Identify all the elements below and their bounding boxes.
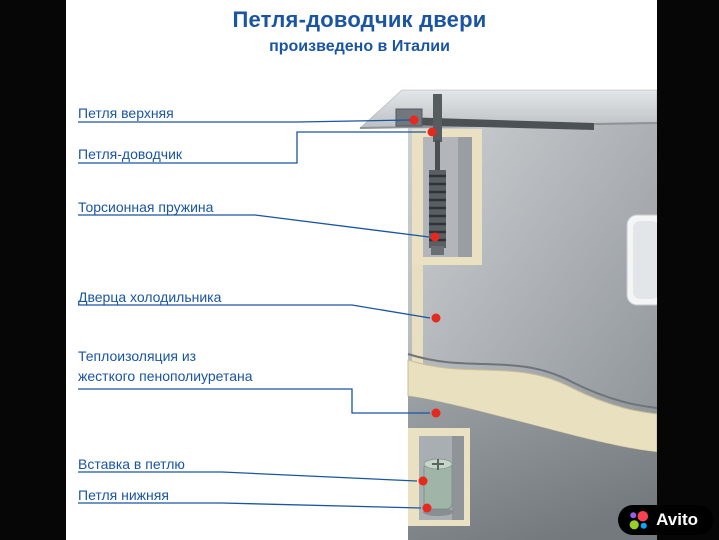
marker-closer-hinge bbox=[427, 127, 437, 137]
label-insulation-line1: Теплоизоляция из bbox=[78, 348, 197, 364]
label-insulation: Теплоизоляция из жесткого пенополиуретан… bbox=[78, 346, 253, 386]
marker-upper-hinge bbox=[409, 115, 419, 125]
cut-line bbox=[407, 353, 658, 409]
watermark-text: Avito bbox=[656, 510, 698, 529]
left-cut-insulation-strip bbox=[412, 265, 423, 373]
label-hinge-insert: Вставка в петлю bbox=[78, 456, 185, 472]
door-lower-face bbox=[408, 396, 657, 540]
avito-watermark: Avito bbox=[618, 505, 713, 535]
page-title: Петля-доводчик двери bbox=[232, 7, 487, 32]
page-subtitle: произведено в Италии bbox=[269, 38, 450, 55]
upper-hinge-arm bbox=[402, 117, 594, 130]
avito-logo-icon bbox=[629, 510, 649, 529]
marker-fridge-door bbox=[431, 313, 441, 323]
letterbox-right bbox=[657, 0, 719, 540]
marker-dots bbox=[409, 115, 441, 513]
label-lower-hinge: Петля нижняя bbox=[78, 487, 169, 503]
spring-cutout bbox=[412, 129, 482, 265]
marker-lower-hinge bbox=[422, 503, 432, 513]
label-torsion-spring: Торсионная пружина bbox=[78, 199, 214, 215]
marker-hinge-insert bbox=[418, 476, 428, 486]
hinge-insert bbox=[423, 458, 453, 516]
marker-torsion-spring bbox=[430, 232, 440, 242]
torsion-spring bbox=[429, 94, 446, 255]
marker-insulation bbox=[431, 408, 441, 418]
letterbox-left bbox=[0, 0, 66, 540]
label-insulation-line2: жесткого пенополиуретана bbox=[78, 368, 253, 384]
upper-hinge-block bbox=[395, 108, 423, 127]
label-upper-hinge: Петля верхняя bbox=[78, 105, 174, 121]
label-fridge-door: Дверца холодильника bbox=[78, 289, 222, 305]
label-closer-hinge: Петля-доводчик bbox=[78, 146, 183, 162]
leader-lines bbox=[78, 119, 431, 509]
fridge-render bbox=[359, 89, 666, 540]
